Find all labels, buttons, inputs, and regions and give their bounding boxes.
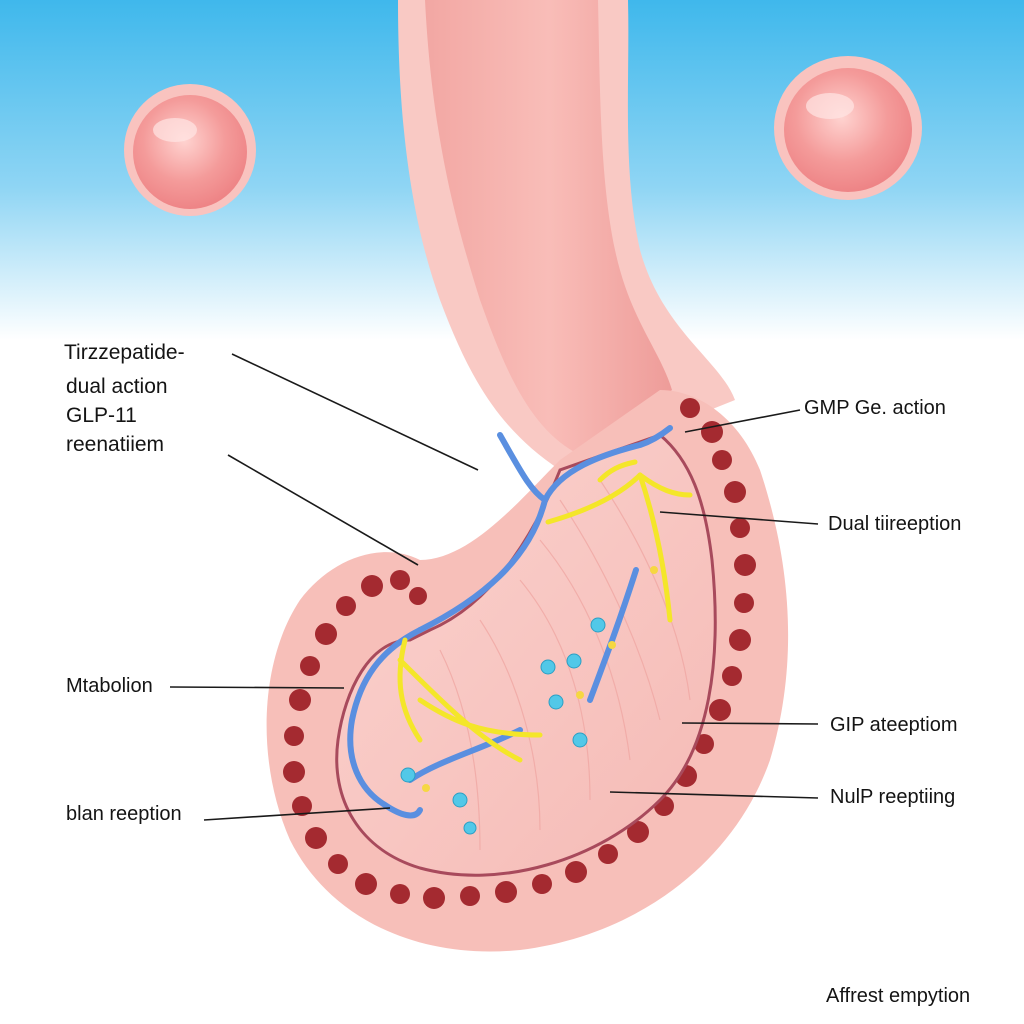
cell-icon	[774, 56, 922, 200]
label-reenatiiem: reenatiiem	[66, 433, 165, 456]
leader-lines	[169, 353, 819, 821]
label-mtabolion: Mtabolion	[66, 675, 153, 697]
receptor-particles-yellow	[422, 566, 658, 792]
label-glp: GLP-11	[66, 404, 137, 427]
blue-nerve	[347, 425, 673, 819]
receptor-particles	[400, 617, 606, 835]
label-affrest-empytion: Affrest empytion	[826, 985, 971, 1007]
label-tirzepatide: Tirzzepatide-	[64, 341, 185, 364]
label-dual-tiireeption: Dual tiireeption	[828, 513, 962, 535]
label-gip-ateeptiom: GIP ateeptiom	[830, 714, 958, 736]
label-blan-reeption: blan reeption	[66, 803, 182, 825]
label-gmp-action: GMP Ge. action	[804, 397, 946, 419]
cell-icon	[124, 84, 256, 216]
label-nulp-reeptiing: NulP reeptiing	[830, 786, 956, 808]
label-dual-action: dual action	[66, 375, 168, 398]
yellow-nerve	[397, 459, 693, 763]
mucosa-lines	[439, 479, 691, 851]
esophagus-lumen	[425, 0, 672, 455]
